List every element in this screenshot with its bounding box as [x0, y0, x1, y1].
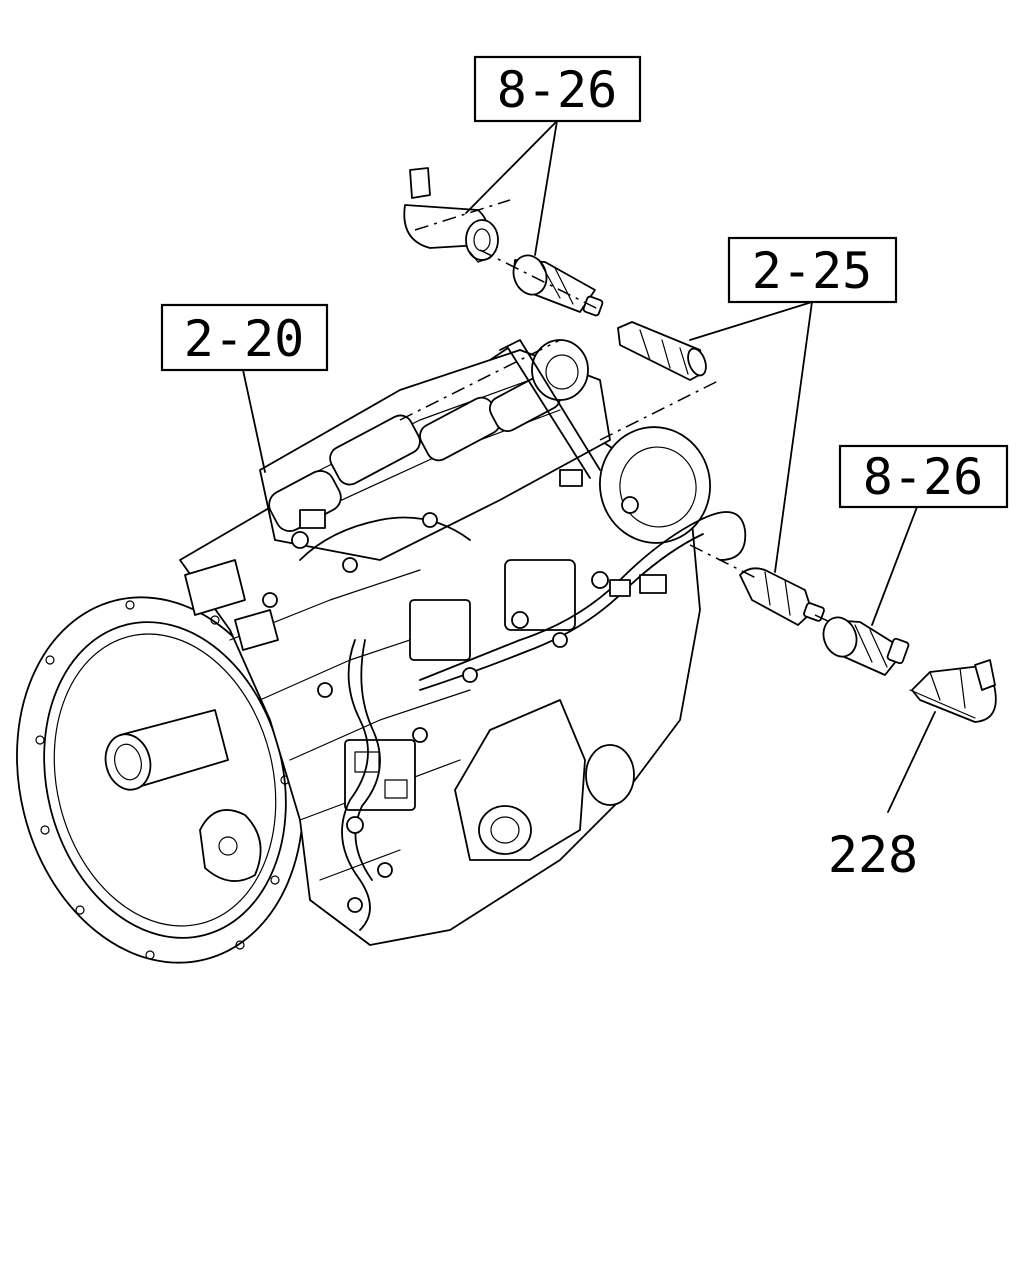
callout-right-8-26: 8-26	[838, 444, 1009, 509]
callout-label-right-8-26: 8-26	[863, 448, 983, 506]
callout-label-2-25: 2-25	[752, 242, 872, 300]
lower-pressure-switch	[822, 616, 910, 676]
part-number-228: 228	[828, 826, 918, 884]
callout-228: 228	[828, 826, 918, 884]
bracket-228	[909, 659, 997, 723]
callout-top-8-26: 8-26	[473, 55, 642, 123]
top-solenoid-part	[403, 167, 499, 263]
callout-2-20: 2-20	[160, 303, 329, 372]
callout-label-top-8-26: 8-26	[497, 61, 617, 119]
leader-lines	[242, 120, 936, 813]
callout-label-2-20: 2-20	[184, 310, 304, 368]
top-pressure-switch	[512, 254, 604, 317]
transmission-assembly-drawing	[16, 339, 747, 964]
centerlines	[399, 199, 831, 623]
upper-sensor	[617, 321, 707, 381]
callout-2-25: 2-25	[727, 236, 898, 304]
